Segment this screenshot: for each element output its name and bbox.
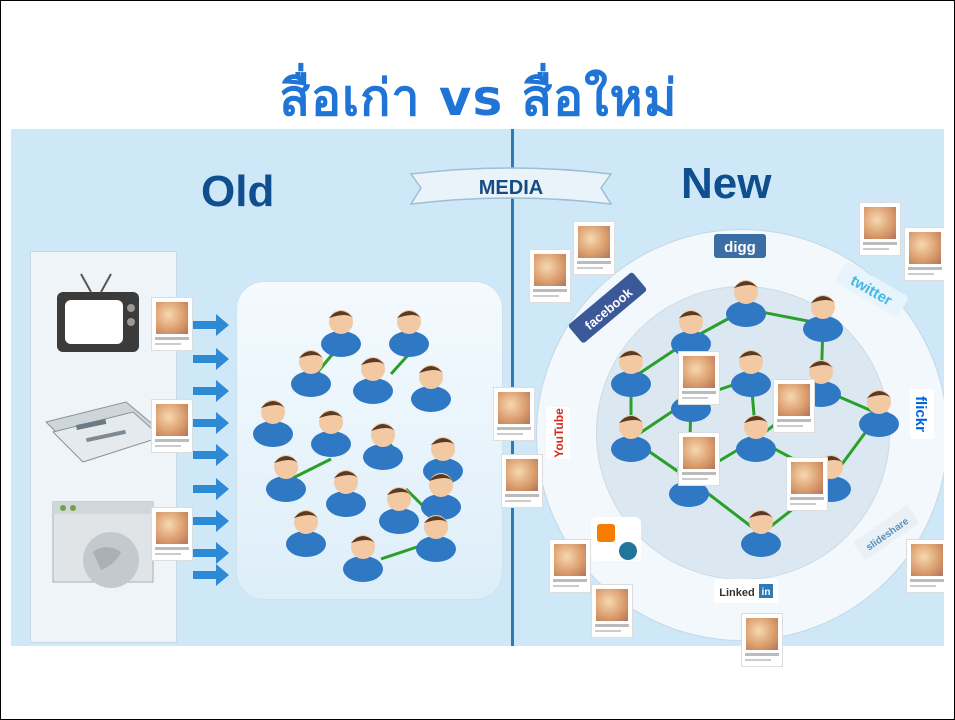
photo-thumbnail (151, 399, 193, 453)
tv-icon (57, 273, 139, 352)
svg-text:in: in (762, 587, 771, 598)
youtube-logo: YouTube (546, 407, 570, 459)
newspaper-icon (45, 401, 162, 463)
photo-thumbnail (151, 297, 193, 351)
photo-thumbnail (549, 539, 591, 593)
photo-thumbnail (786, 457, 828, 511)
photo-thumbnail (904, 227, 944, 281)
photo-thumbnail (773, 379, 815, 433)
browser-globe-icon (52, 501, 154, 588)
facebook-logo: facebook (568, 272, 647, 343)
old-media-icons (45, 273, 162, 588)
photo-thumbnail (493, 387, 535, 441)
photo-thumbnail (678, 351, 720, 405)
photo-thumbnail (859, 202, 901, 256)
flickr-logo: flickr (910, 389, 934, 439)
new-media-network (596, 286, 890, 580)
diagram-graphics (193, 314, 229, 586)
svg-text:YouTube: YouTube (552, 408, 566, 458)
photo-thumbnail (678, 432, 720, 486)
twitter-logo: twitter (836, 262, 908, 317)
photo-thumbnail (501, 454, 543, 508)
digg-logo: digg (714, 234, 766, 258)
linkedin-logo: Linked in (714, 579, 778, 603)
svg-text:digg: digg (724, 239, 756, 256)
media-diagram: Old New MEDIA (11, 129, 944, 646)
person-icons (253, 280, 899, 582)
photo-thumbnail (573, 221, 615, 275)
photo-thumbnail (741, 613, 783, 667)
blogger-wordpress-logo (591, 517, 641, 561)
arrow-icons (193, 314, 229, 586)
media-banner-shape (409, 167, 613, 205)
service-logos: digg twitter facebook flickr YouTube sli… (546, 234, 934, 603)
photo-thumbnail (591, 584, 633, 638)
media-label: MEDIA (478, 177, 544, 199)
old-label: Old (201, 167, 275, 216)
svg-text:flickr: flickr (912, 396, 929, 432)
slide-title: สื่อเก่า vs สื่อใหม่ (279, 69, 678, 127)
photo-thumbnail (529, 249, 571, 303)
svg-text:Linked: Linked (719, 587, 754, 599)
photo-thumbnail (906, 539, 944, 593)
media-banner: MEDIA (406, 164, 616, 212)
people-network: digg twitter facebook flickr YouTube sli… (253, 234, 934, 603)
new-label: New (681, 159, 772, 208)
photo-thumbnail (151, 507, 193, 561)
